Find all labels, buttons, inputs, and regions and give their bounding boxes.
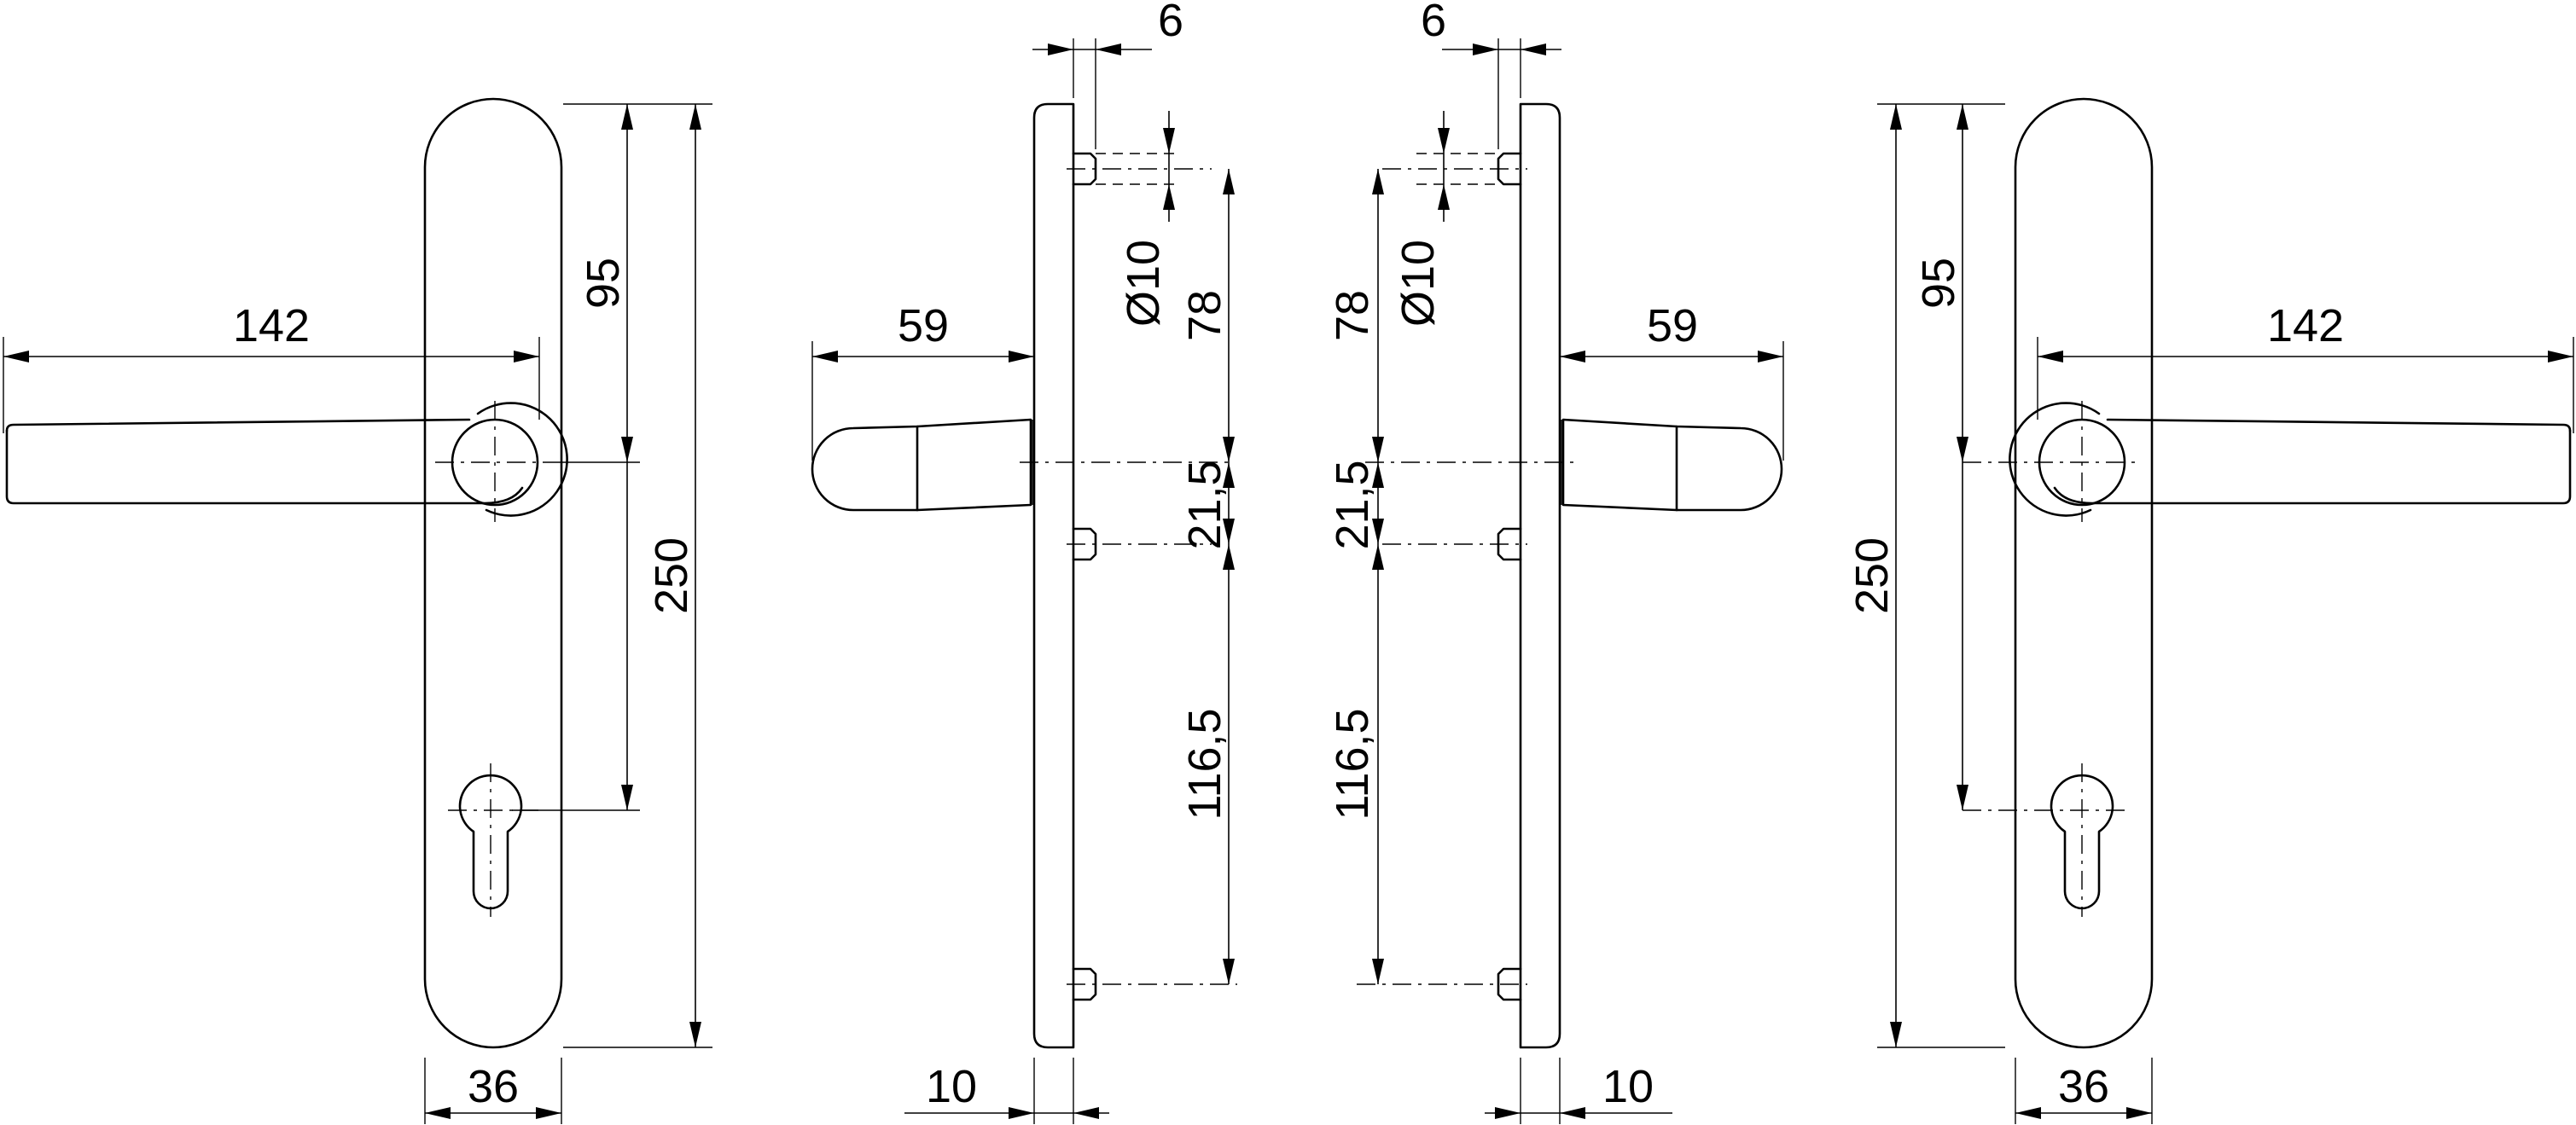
right-side-pins [1357,152,1527,1001]
right-front-keyhole [1963,763,2129,917]
dim-116-5-left: 116,5 [1179,708,1230,820]
right-side-view: 6 Ø10 78 21,5 116,5 59 10 [1327,0,1784,1124]
dim-21-5-left: 21,5 [1179,460,1230,549]
left-front-keyhole [448,763,542,917]
dim-6-right: 6 [1421,0,1446,46]
dim-78-right: 78 [1327,290,1378,341]
right-front-view: 142 95 250 36 [1846,97,2574,1124]
left-side-view: 6 Ø10 78 21,5 116,5 59 10 [811,0,1237,1124]
left-front-backplate [423,97,563,1049]
right-side-backplate [1519,102,1561,1049]
dim-78-left: 78 [1179,290,1230,341]
dim-10-right: 10 [1602,1061,1654,1112]
dim-59-right: 59 [1647,300,1698,351]
dim-142-right: 142 [2267,300,2344,351]
dim-95-right: 95 [1913,258,1964,309]
dim-250-right: 250 [1846,537,1898,614]
left-side-backplate [1032,102,1075,1049]
dim-250-left: 250 [646,537,697,614]
dim-95-left: 95 [578,258,629,309]
dim-116-5-right: 116,5 [1327,708,1378,820]
dim-142-left: 142 [233,300,310,351]
right-side-handle [1561,418,1783,512]
left-front-lever-handle [5,402,568,517]
right-front-lever-handle [2009,402,2572,517]
dim-36-right: 36 [2058,1061,2109,1112]
dim-36-left: 36 [468,1061,519,1112]
right-front-backplate [2014,97,2154,1049]
dim-10-left: 10 [926,1061,977,1112]
left-side-pins [1067,152,1237,1001]
dim-dia10-right: Ø10 [1393,240,1444,327]
dim-dia10-left: Ø10 [1118,240,1169,327]
dim-59-left: 59 [898,300,949,351]
dim-21-5-right: 21,5 [1327,460,1378,549]
left-side-handle [811,418,1033,512]
dim-6-left: 6 [1158,0,1183,46]
left-front-view: 142 95 250 36 [3,97,712,1124]
